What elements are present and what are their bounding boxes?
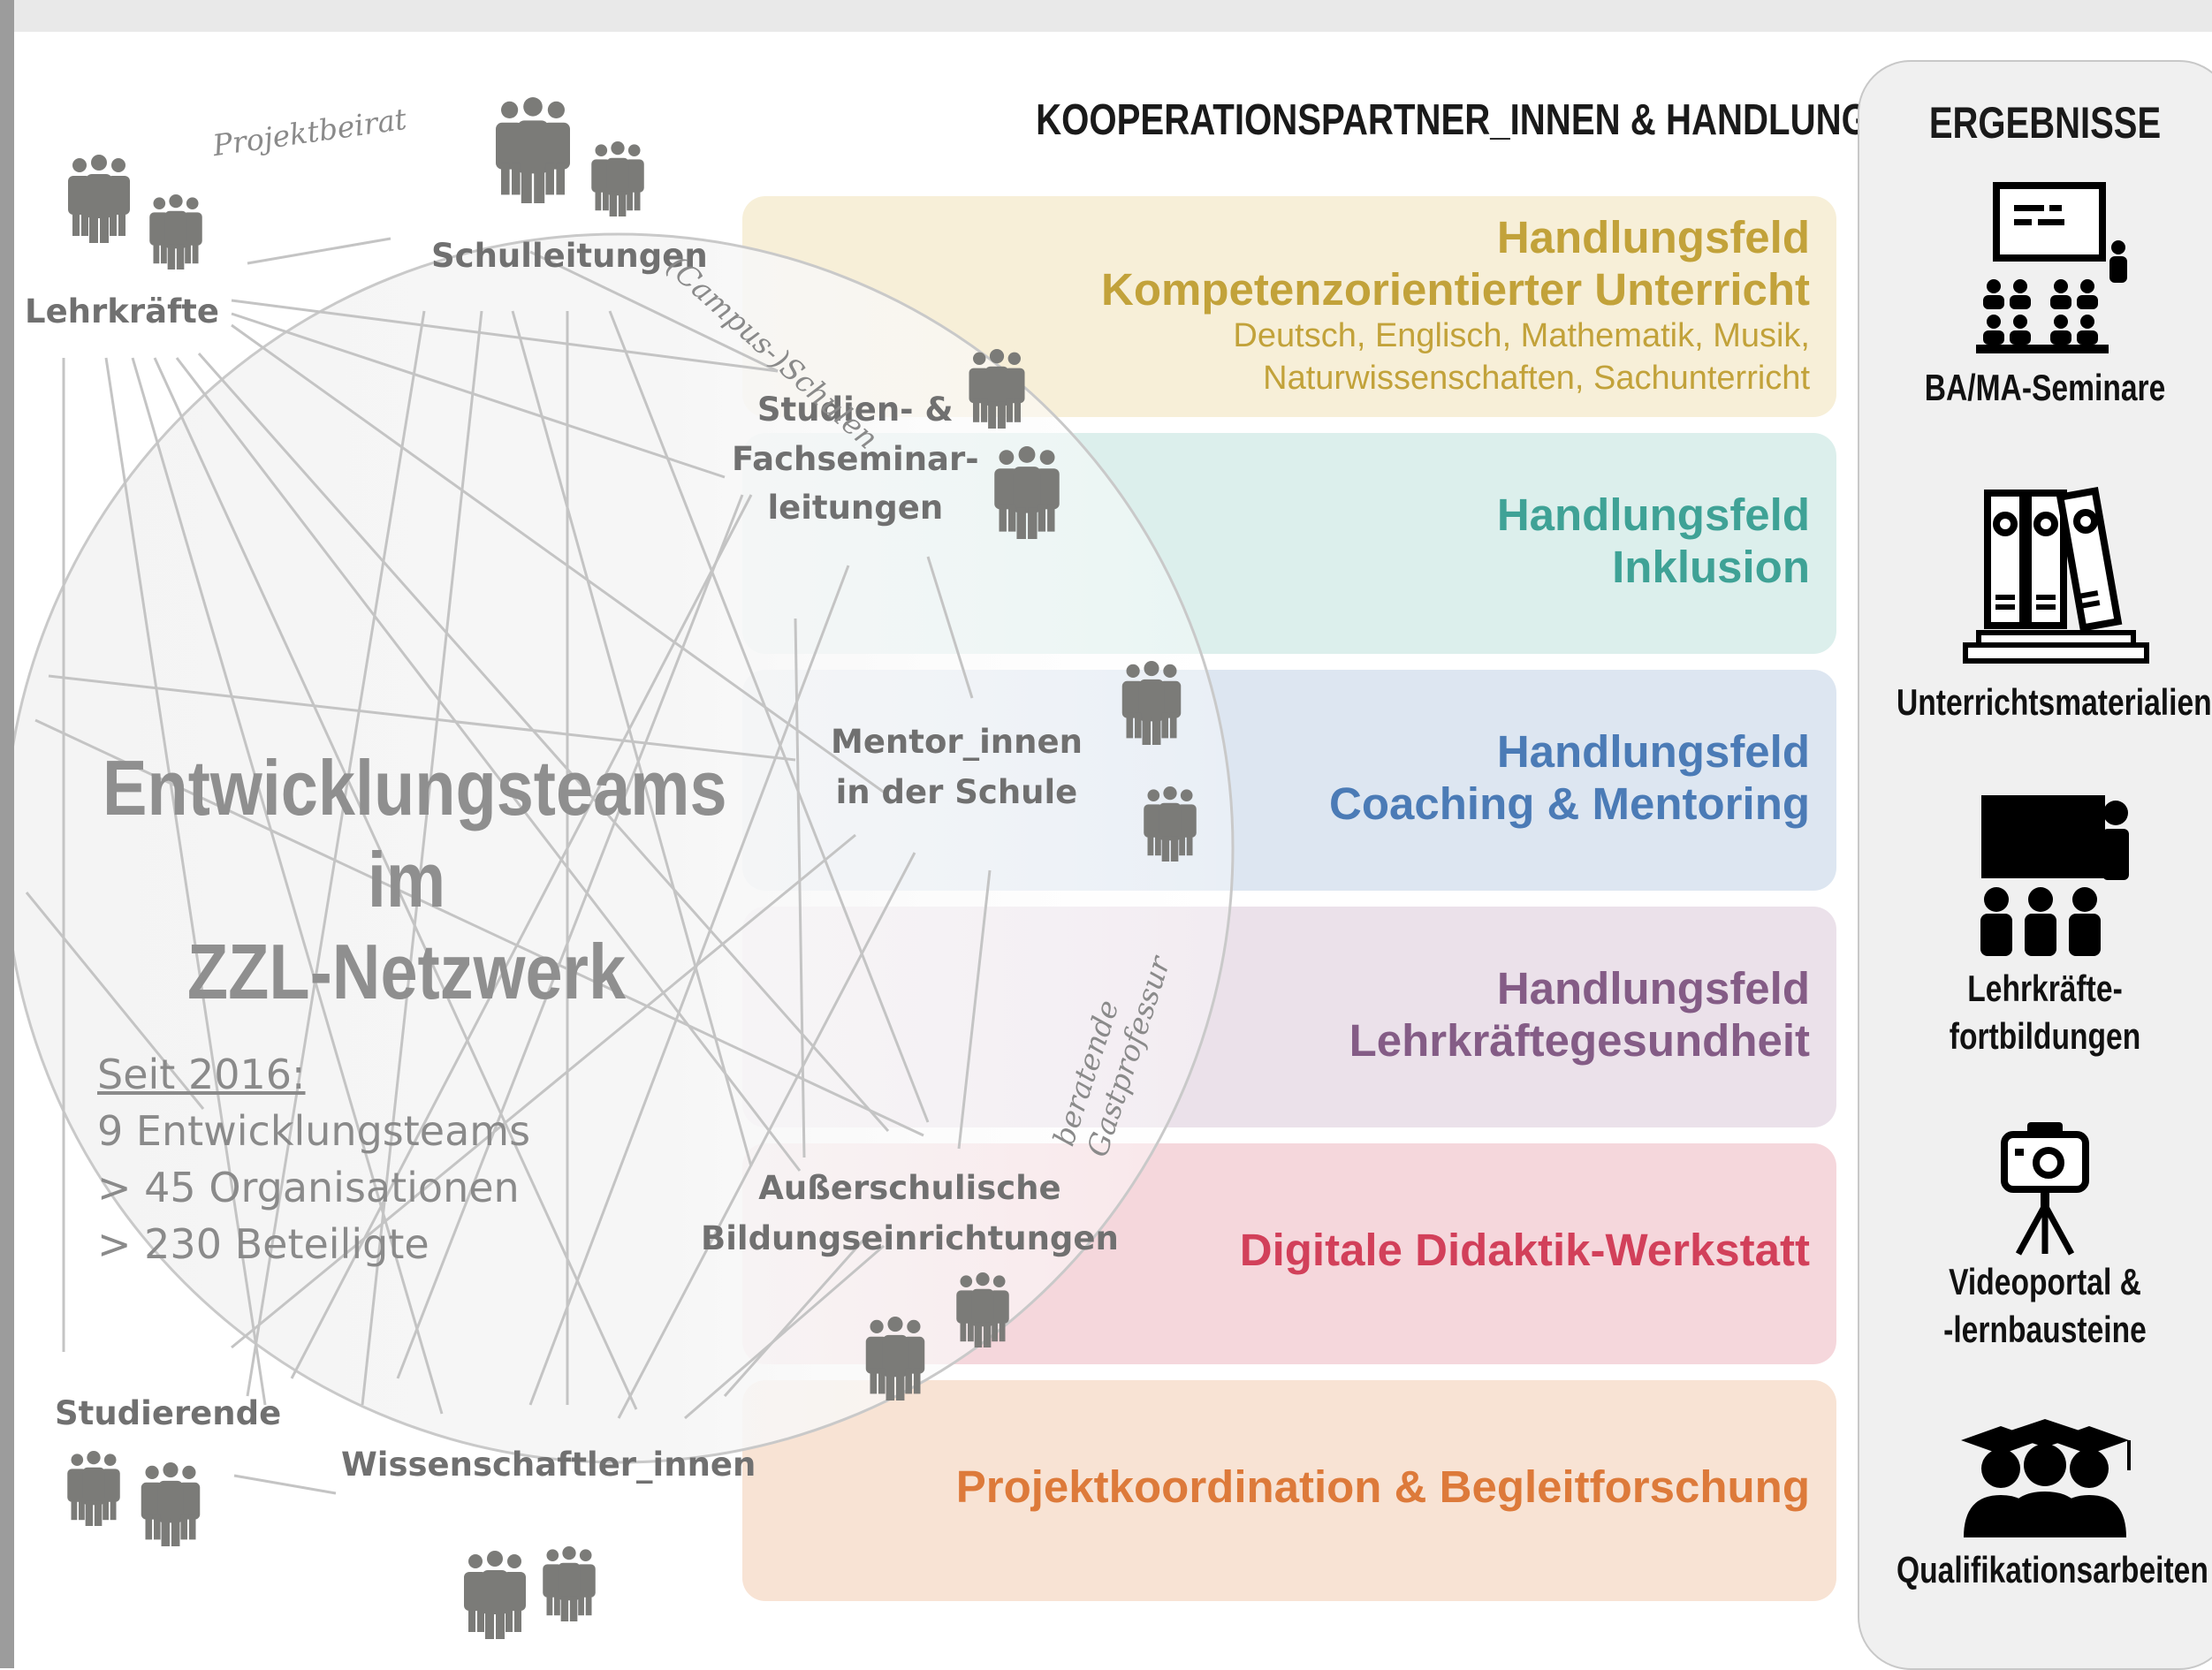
result-label: Lehrkräfte- [1967,968,2123,1009]
band-projektkoordination: Projektkoordination & Begleitforschung [742,1380,1836,1601]
band-subtitle-line: Naturwissenschaften, Sachunterricht [1263,359,1810,397]
result-ba-ma-seminare: BA/MA-Seminare [1859,178,2212,412]
node-line: leitungen [767,489,944,527]
seminar-presentation-icon [1976,182,2127,353]
node-lehrkraefte: Lehrkräfte [25,292,219,330]
band-title-line: Inklusion [1612,541,1810,592]
node-studierende: Studierende [55,1394,282,1432]
node-line: Mentor_innen [831,723,1083,761]
people-group-icon [67,1451,120,1526]
node-wissenschaftler: Wissenschaftler_innen [341,1446,756,1484]
result-label: -lernbausteine [1943,1308,2147,1350]
stats-line: > 45 Organisationen [97,1163,520,1211]
network-title-line: Entwicklungsteams im [103,744,727,923]
people-group-icon [865,1317,925,1401]
node-ausserschulische: Außerschulische Bildungseinrichtungen [701,1163,1119,1264]
band-title-line: Projektkoordination & Begleitforschung [955,1461,1810,1512]
node-studienseminarleitungen: Studien- & Fachseminar- leitungen [732,385,979,533]
result-label: Videoportal & [1949,1261,2141,1302]
people-group-icon [994,446,1060,539]
result-qualifikationsarbeiten: Qualifikationsarbeiten [1859,1414,2212,1594]
stats-line: > 230 Beteiligte [97,1219,429,1268]
band-title-line: Kompetenzorientierter Unterricht [1101,263,1810,315]
people-group-icon [1121,661,1182,745]
people-group-icon [969,349,1025,429]
network-stats: Seit 2016: 9 Entwicklungsteams > 45 Orga… [97,1047,530,1273]
results-title: ERGEBNISSE [1928,98,2162,148]
node-line: Außerschulische [758,1169,1061,1207]
network-title: Entwicklungsteams im ZZL-Netzwerk [103,742,727,1017]
top-border-bar [0,0,2212,32]
graduates-icon [1961,1419,2131,1537]
band-title-line: Handlungsfeld [1496,726,1810,777]
teacher-board-icon [1980,795,2129,956]
camera-tripod-icon [2001,1122,2089,1256]
band-kompetenzorientierter-unterricht: Handlungsfeld Kompetenzorientierter Unte… [742,196,1836,417]
people-group-icon [956,1272,1009,1347]
node-line: Bildungseinrichtungen [701,1219,1119,1258]
stats-heading: Seit 2016: [97,1051,306,1098]
people-group-icon [149,194,202,269]
band-title-line: Handlungsfeld [1496,490,1810,540]
node-line: Studien- & [756,391,954,429]
result-lehrkraeftefortbildungen: Lehrkräfte- fortbildungen [1859,788,2212,1060]
band-title-line: Lehrkräftegesundheit [1349,1014,1810,1066]
people-group-icon [496,97,570,203]
network-connection-lines [25,237,992,1495]
result-label: fortbildungen [1949,1014,2141,1057]
people-group-icon [141,1462,201,1546]
band-title-line: Digitale Didaktik-Werkstatt [1239,1225,1810,1275]
node-mentoren: Mentor_innen in der Schule [831,717,1083,818]
node-line: Fachseminar- [732,439,979,478]
left-border-bar [0,0,14,1668]
result-label: Qualifikationsarbeiten [1897,1549,2208,1590]
people-group-icon [591,141,644,216]
section-title: KOOPERATIONSPARTNER_INNEN & HANDLUNGSFEL… [1036,96,2035,144]
binders-icon [1963,487,2149,664]
band-title-line: Handlungsfeld [1496,963,1810,1013]
band-subtitle-line: Deutsch, Englisch, Mathematik, Musik, [1233,317,1810,355]
node-line: in der Schule [835,773,1078,812]
people-group-icon [543,1546,596,1621]
band-title-line: Coaching & Mentoring [1329,778,1810,829]
people-group-icon [1144,786,1197,862]
network-title-line: ZZL-Netzwerk [186,927,627,1015]
result-videoportal: Videoportal & -lernbausteine [1859,1108,2212,1354]
stats-line: 9 Entwicklungsteams [97,1106,531,1155]
band-title-line: Handlungsfeld [1496,212,1810,262]
node-schulleitungen: Schulleitungen [431,237,708,275]
results-panel: ERGEBNISSE BA/MA-Seminare [1858,60,2212,1670]
people-group-icon [464,1551,526,1639]
people-group-icon [68,155,130,243]
result-label: Unterrichtsmaterialien [1897,681,2212,723]
result-unterrichtsmaterialien: Unterrichtsmaterialien [1859,484,2212,726]
result-label: BA/MA-Seminare [1924,367,2166,408]
